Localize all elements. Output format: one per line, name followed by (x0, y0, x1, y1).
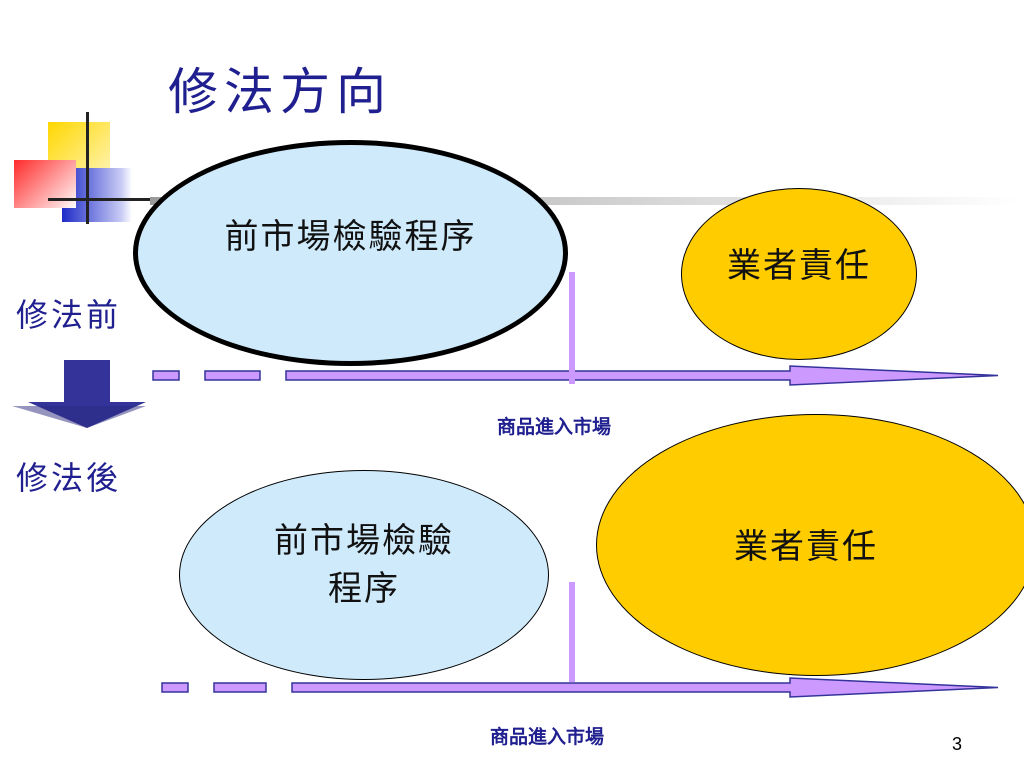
label-before: 修法前 (16, 296, 122, 334)
logo-vertical-line (86, 112, 89, 224)
label-after: 修法後 (16, 459, 122, 497)
title-underline (150, 197, 1020, 205)
after-responsibility-text: 業者責任 (734, 526, 878, 567)
before-responsibility-text: 業者責任 (727, 245, 871, 286)
page-title: 修法方向 (168, 63, 392, 121)
logo-horizontal-line (48, 198, 160, 201)
page-number: 3 (952, 734, 963, 754)
before-pre-market-text: 前市場檢驗程序 (224, 216, 477, 257)
before-pre-market-ellipse: 前市場檢驗程序 (133, 140, 568, 366)
after-responsibility-ellipse: 業者責任 (596, 414, 1024, 676)
after-market-entry-label: 商品進入市場 (490, 726, 605, 748)
after-pre-market-text-line1: 前市場檢驗 (274, 521, 454, 561)
before-responsibility-ellipse: 業者責任 (681, 188, 917, 360)
down-arrow-icon (12, 360, 146, 428)
after-timeline (161, 582, 999, 698)
after-pre-market-text-line2: 程序 (328, 569, 400, 609)
before-timeline (152, 272, 999, 386)
after-pre-market-ellipse: 前市場檢驗 程序 (179, 470, 549, 680)
before-market-entry-label: 商品進入市場 (497, 416, 612, 438)
